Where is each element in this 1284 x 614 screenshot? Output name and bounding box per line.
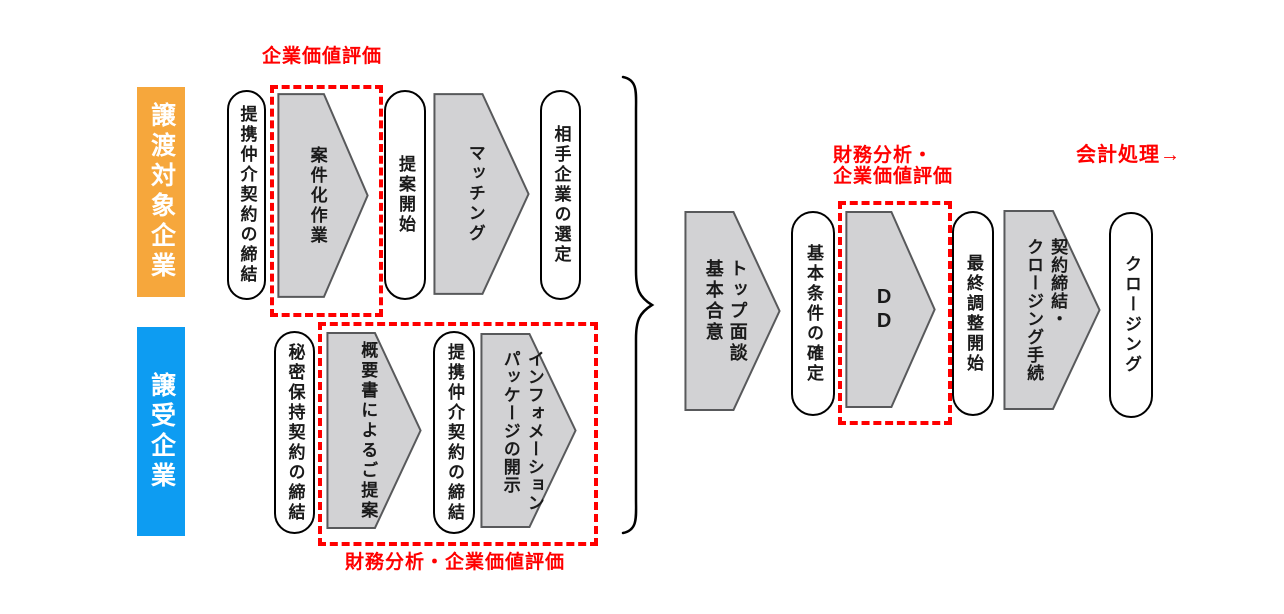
seller-track-band: 譲渡対象企業 bbox=[137, 87, 185, 297]
step-label: 提案開始 bbox=[396, 155, 415, 235]
buyer-track-band: 譲受企業 bbox=[137, 327, 185, 536]
dd-analysis-label: 財務分析・ 企業価値評価 bbox=[833, 145, 954, 187]
seller-step-arrow-matching: マッチング bbox=[433, 91, 530, 297]
step-label: クロージング bbox=[1122, 255, 1141, 375]
valuation-top-label: 企業価値評価 bbox=[262, 46, 383, 67]
step-label: 概要書によるご提案 bbox=[358, 340, 378, 521]
buyer-step-arrow-summary-proposal: 概要書によるご提案 bbox=[326, 330, 422, 531]
step-label: 相手企業の選定 bbox=[551, 125, 571, 265]
chevron-shape-icon bbox=[277, 91, 369, 300]
step-label: 提携仲介契約の締結 bbox=[237, 105, 257, 285]
step-label: 契約締結・ クロージング手続 bbox=[1024, 238, 1068, 382]
merge-brace-icon bbox=[621, 75, 655, 535]
buyer-track-label: 譲受企業 bbox=[147, 371, 176, 492]
merged-step-capsule-basic-terms: 基本条件の確定 bbox=[791, 211, 835, 416]
chevron-shape-icon bbox=[845, 209, 936, 410]
step-label: 基本条件の確定 bbox=[804, 243, 823, 384]
seller-track-label: 譲渡対象企業 bbox=[147, 102, 176, 282]
step-label: マッチング bbox=[465, 144, 485, 244]
valuation-highlight-box-bottom bbox=[318, 322, 598, 546]
step-label: 秘密保持契約の締結 bbox=[285, 342, 305, 523]
merged-step-capsule-closing: クロージング bbox=[1109, 212, 1153, 418]
buyer-step-arrow-information-package: インフォメーション パッケージの開示 bbox=[480, 331, 577, 530]
valuation-highlight-box-top bbox=[270, 85, 383, 317]
step-label: 提携仲介契約の締結 bbox=[445, 342, 464, 523]
buyer-analysis-label: 財務分析・企業価値評価 bbox=[345, 552, 566, 573]
chevron-shape-icon bbox=[480, 331, 577, 530]
buyer-step-capsule-brokerage-agreement: 提携仲介契約の締結 bbox=[433, 331, 475, 534]
step-label: インフォメーション パッケージの開示 bbox=[500, 349, 544, 512]
step-label: DD bbox=[873, 285, 896, 334]
chevron-shape-icon bbox=[433, 91, 530, 297]
step-label: 案件化作業 bbox=[307, 145, 327, 246]
merged-step-capsule-final-adjustment: 最終調整開始 bbox=[952, 211, 994, 416]
seller-step-arrow-deal-preparation: 案件化作業 bbox=[277, 91, 369, 300]
seller-step-capsule-brokerage-agreement: 提携仲介契約の締結 bbox=[227, 90, 266, 300]
step-label: 最終調整開始 bbox=[964, 253, 983, 374]
chevron-shape-icon bbox=[326, 330, 422, 531]
chevron-shape-icon bbox=[684, 209, 781, 413]
valuation-highlight-box-dd bbox=[838, 201, 952, 425]
buyer-step-capsule-nda: 秘密保持契約の締結 bbox=[274, 331, 315, 534]
merged-step-arrow-contract-closing: 契約締結・ クロージング手続 bbox=[1003, 208, 1101, 412]
merged-step-arrow-dd: DD bbox=[845, 209, 936, 410]
seller-step-capsule-proposal-start: 提案開始 bbox=[384, 90, 426, 300]
step-label: トップ面談 基本合意 bbox=[703, 258, 748, 364]
chevron-shape-icon bbox=[1003, 208, 1101, 412]
accounting-label: 会計処理→ bbox=[1076, 144, 1181, 166]
seller-step-capsule-partner-selection: 相手企業の選定 bbox=[540, 90, 581, 300]
merged-step-arrow-top-meeting: トップ面談 基本合意 bbox=[684, 209, 781, 413]
